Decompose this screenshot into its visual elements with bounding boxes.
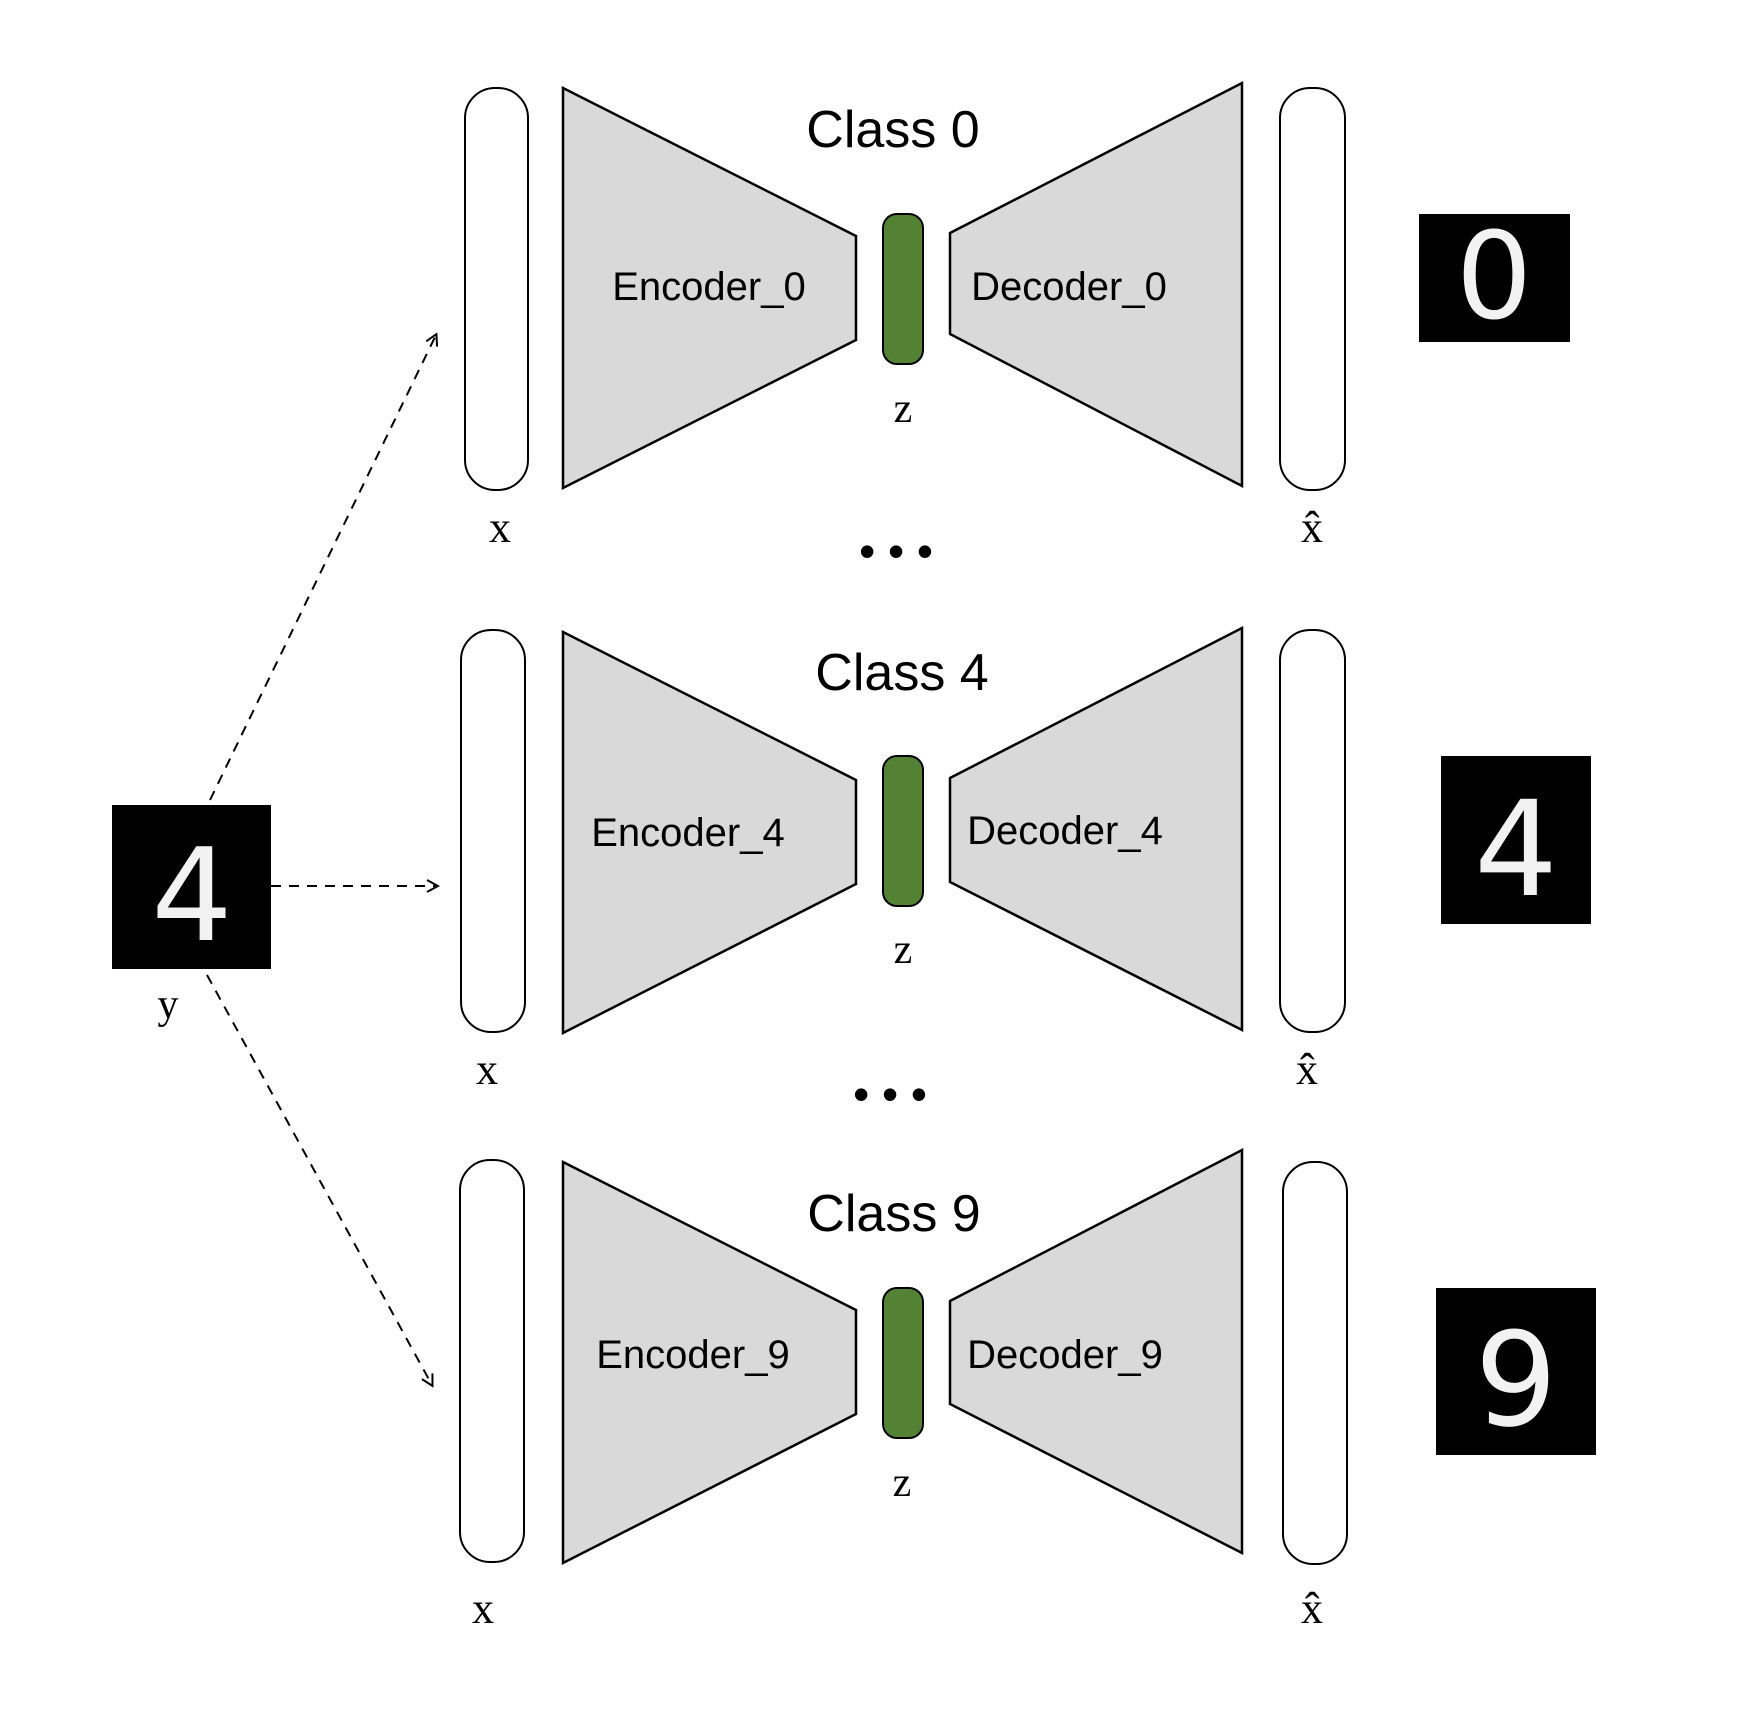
ellipsis-1: • • • xyxy=(859,525,933,577)
decoder-label: Decoder_9 xyxy=(967,1333,1163,1377)
output-vector xyxy=(1279,629,1346,1033)
input-vector-label: x xyxy=(476,1045,498,1094)
output-digit: 0 xyxy=(1456,208,1532,347)
autoencoder-class-9: Class 9 Encoder_9 Decoder_9 z x x̂ 9 xyxy=(459,1147,1596,1633)
latent-z xyxy=(882,755,924,907)
latent-label: z xyxy=(894,927,913,973)
encoder-label: Encoder_4 xyxy=(591,811,784,855)
input-image: 4 xyxy=(112,805,271,971)
class-title: Class 9 xyxy=(807,1185,980,1243)
input-vector xyxy=(460,629,526,1033)
autoencoder-class-4: Class 4 Encoder_4 Decoder_4 z x x̂ 4 xyxy=(460,625,1591,1094)
class-title: Class 4 xyxy=(815,644,988,702)
output-digit: 4 xyxy=(1474,773,1558,927)
ellipsis-2: • • • xyxy=(853,1068,927,1120)
decoder-block xyxy=(948,625,1244,1033)
output-vector xyxy=(1282,1161,1348,1565)
input-vector-label: x xyxy=(472,1584,494,1633)
output-image-background xyxy=(1436,1288,1596,1455)
encoder-block xyxy=(561,629,858,1036)
class-title: Class 0 xyxy=(806,101,979,159)
decoder-label: Decoder_0 xyxy=(971,265,1167,309)
output-image-background xyxy=(1419,214,1570,342)
input-vector-label: x xyxy=(489,503,511,552)
encoder-label: Encoder_0 xyxy=(612,265,805,309)
latent-label: z xyxy=(894,386,913,432)
input-image-background xyxy=(112,805,271,969)
latent-label: z xyxy=(893,1460,912,1506)
arrow-to-class-9 xyxy=(206,974,432,1385)
output-vector-label: x̂ xyxy=(1296,1045,1318,1094)
encoder-block xyxy=(561,1159,858,1566)
autoencoder-class-0: Class 0 Encoder_0 Decoder_0 z x x̂ 0 xyxy=(464,80,1570,552)
output-vector-label: x̂ xyxy=(1301,503,1323,552)
decoder-label: Decoder_4 xyxy=(967,809,1163,853)
output-digit: 9 xyxy=(1475,1304,1558,1456)
encoder-block xyxy=(561,85,858,491)
latent-z xyxy=(882,1287,924,1439)
input-label: y xyxy=(158,982,179,1028)
input-vector xyxy=(459,1159,525,1563)
decoder-block xyxy=(948,1147,1244,1556)
output-vector-label: x̂ xyxy=(1301,1584,1323,1633)
decoder-block xyxy=(948,80,1244,489)
encoder-label: Encoder_9 xyxy=(596,1333,789,1377)
input-vector xyxy=(464,87,529,491)
arrow-to-class-0 xyxy=(209,335,436,801)
latent-z xyxy=(882,213,924,365)
output-image-background xyxy=(1441,756,1591,924)
input-digit: 4 xyxy=(151,822,232,971)
output-vector xyxy=(1279,87,1346,491)
